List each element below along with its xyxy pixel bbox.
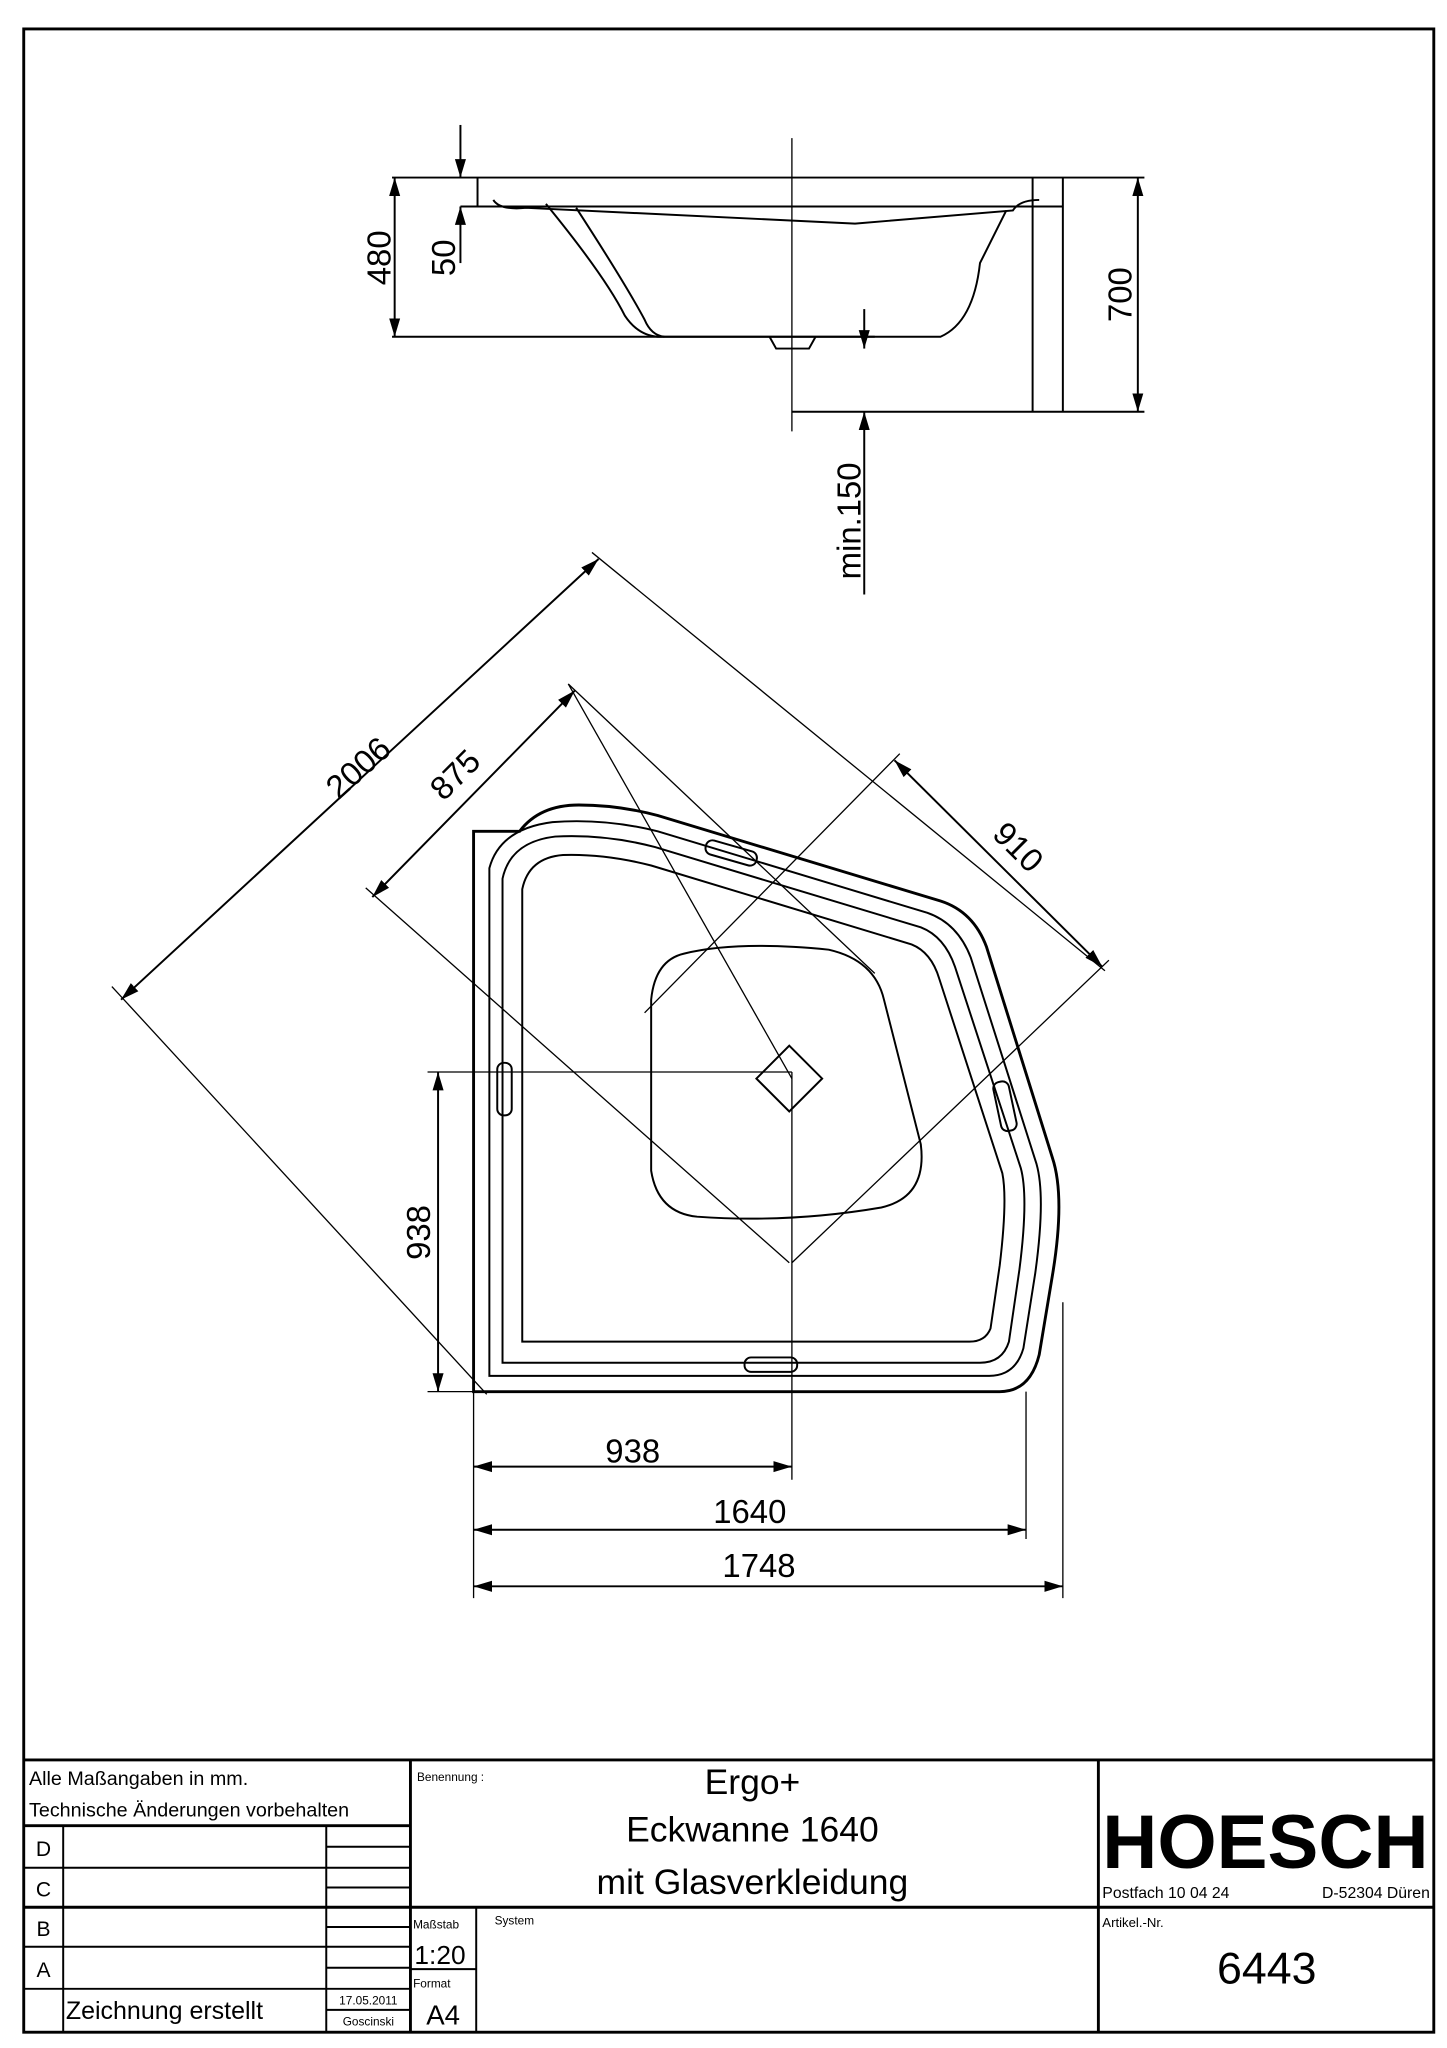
note-changes: Technische Änderungen vorbehalten <box>29 1799 349 1821</box>
rev-b: B <box>36 1918 50 1941</box>
basin-floor <box>650 944 923 1220</box>
rev-a: A <box>36 1959 50 1982</box>
dim-2006: 2006 <box>318 729 397 805</box>
dim-910: 910 <box>986 814 1051 879</box>
handle <box>743 1356 799 1373</box>
dim-50: 50 <box>425 240 462 277</box>
rev-c: C <box>36 1879 51 1902</box>
dim-480: 480 <box>361 230 398 285</box>
hoesch-logo: HOESCH <box>1102 1800 1428 1885</box>
drawing-frame <box>22 27 1436 2034</box>
tub-outline <box>472 803 1061 1394</box>
handle <box>704 839 758 867</box>
plan-view: 2006 875 910 938 938 1640 <box>111 551 1110 1599</box>
handle <box>992 1080 1018 1133</box>
note-units: Alle Maßangaben in mm. <box>29 1768 248 1790</box>
format-label: Format <box>413 1976 451 1990</box>
handle <box>496 1061 513 1117</box>
dim-875: 875 <box>422 742 487 807</box>
dim-938: 938 <box>605 1433 660 1470</box>
title-line-2: Eckwanne 1640 <box>626 1809 879 1849</box>
title-line-3: mit Glasverkleidung <box>597 1862 909 1902</box>
dim-700: 700 <box>1101 267 1138 322</box>
artikel-label: Artikel.-Nr. <box>1102 1915 1163 1930</box>
dim-min150: min.150 <box>830 462 867 579</box>
format-value: A4 <box>426 1999 460 2030</box>
artikel-number: 6443 <box>1217 1945 1316 1994</box>
created-label: Zeichnung erstellt <box>66 1997 263 2025</box>
title-line-1: Ergo+ <box>705 1762 801 1802</box>
system-label: System <box>495 1913 535 1927</box>
rev-d: D <box>36 1838 51 1861</box>
created-date: 17.05.2011 <box>339 1994 397 2008</box>
dim-938-vertical: 938 <box>400 1205 437 1260</box>
created-by: Goscinski <box>343 2015 394 2029</box>
postfach: Postfach 10 04 24 <box>1102 1885 1229 1902</box>
side-view: 480 50 700 min.150 <box>361 124 1145 595</box>
drain <box>754 1044 824 1113</box>
massstab-label: Maßstab <box>413 1917 459 1931</box>
dim-1748: 1748 <box>722 1547 795 1584</box>
benennung-label: Benennung : <box>417 1770 484 1784</box>
title-block: Alle Maßangaben in mm. Technische Änderu… <box>23 1758 1434 2033</box>
dim-1640: 1640 <box>713 1493 786 1530</box>
massstab-value: 1:20 <box>414 1940 465 1970</box>
city: D-52304 Düren <box>1322 1885 1430 1902</box>
